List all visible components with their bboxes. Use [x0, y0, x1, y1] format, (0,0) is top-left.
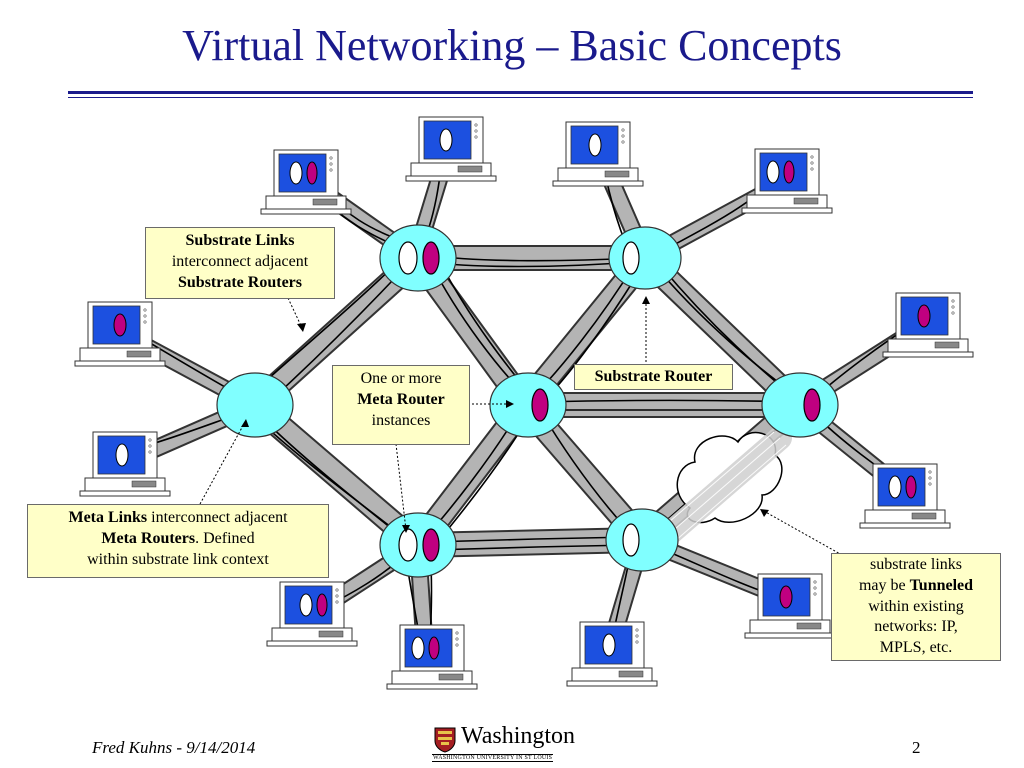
slide-title: Virtual Networking – Basic Concepts	[182, 21, 842, 70]
callout-meta-links-text3: within substrate link context	[87, 550, 269, 568]
callout-tunneled: substrate links may be Tunneled within e…	[831, 553, 1001, 661]
callout-substrate-links: Substrate Links interconnect adjacent Su…	[145, 227, 335, 299]
host-computer	[741, 148, 833, 214]
router-bottom-left	[379, 512, 457, 578]
router-center	[489, 372, 567, 438]
university-crest-icon	[434, 727, 456, 753]
callout-meta-links-text2: . Defined	[195, 529, 255, 547]
callout-tunneled-line5: MPLS, etc.	[879, 639, 953, 657]
callout-substrate-links-bold1: Substrate Links	[185, 232, 295, 249]
callout-tunneled-line1: substrate links	[870, 556, 962, 573]
callout-tunneled-line3: within existing	[868, 597, 964, 615]
callout-meta-router-line3: instances	[371, 411, 431, 429]
callout-substrate-links-text: interconnect adjacent	[171, 252, 309, 270]
callout-meta-router: One or more Meta Router instances	[332, 365, 470, 445]
meta-router-instances	[398, 241, 821, 562]
callout-pointers	[199, 297, 843, 556]
host-computer	[266, 581, 358, 647]
logo-wordmark: Washington	[461, 723, 576, 749]
host-computer	[74, 301, 166, 367]
host-computer	[859, 463, 951, 529]
host-computer	[566, 621, 658, 687]
callout-substrate-links-bold2: Substrate Routers	[178, 273, 302, 291]
callout-tunneled-bold: Tunneled	[909, 576, 974, 594]
host-computer	[882, 292, 974, 358]
callout-substrate-router: Substrate Router	[574, 364, 733, 390]
title-rule-thin	[68, 97, 973, 98]
host-computer	[744, 573, 836, 639]
router-top-left	[379, 224, 457, 292]
callout-tunneled-line4: networks: IP,	[874, 618, 958, 636]
title-rule	[68, 91, 973, 94]
footer-author: Fred Kuhns - 9/14/2014	[92, 738, 256, 757]
callout-tunneled-pre: may be	[858, 576, 910, 594]
university-logo: Washington WASHINGTON UNIVERSITY IN ST L…	[432, 723, 592, 765]
host-computers	[74, 116, 974, 690]
host-computer	[386, 624, 478, 690]
callout-meta-router-line1: One or more	[360, 370, 442, 387]
router-top-right	[608, 226, 682, 290]
router-left	[216, 372, 294, 438]
tunnel-cloud	[656, 426, 792, 547]
page-number: 2	[912, 738, 921, 757]
host-computer	[260, 149, 352, 215]
host-computer	[552, 121, 644, 187]
callout-meta-links-text1: interconnect adjacent	[147, 509, 288, 526]
callout-meta-links: Meta Links interconnect adjacent Meta Ro…	[27, 504, 329, 578]
host-computer	[79, 431, 171, 497]
router-bottom-right	[605, 508, 679, 572]
substrate-routers	[216, 224, 839, 578]
callout-meta-links-bold2: Meta Routers	[101, 529, 196, 547]
callout-meta-router-bold: Meta Router	[357, 390, 445, 408]
host-computer	[405, 116, 497, 182]
pointer-arrowheads	[241, 296, 769, 533]
logo-subline: WASHINGTON UNIVERSITY IN ST LOUIS	[432, 754, 554, 762]
router-right	[761, 372, 839, 438]
callout-substrate-router-bold: Substrate Router	[594, 368, 713, 385]
callout-meta-links-bold1: Meta Links	[68, 509, 148, 526]
